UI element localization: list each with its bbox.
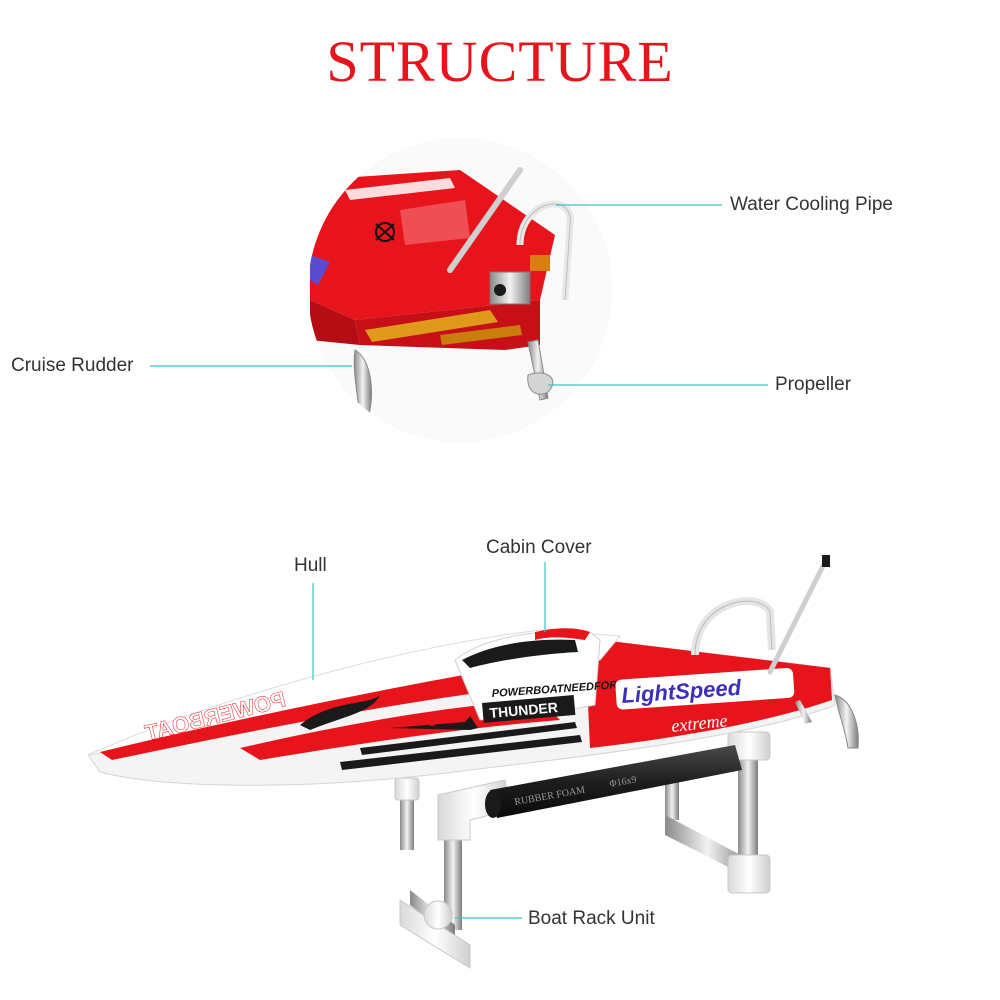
boat-hull: POWERBOAT POWERBOATNEEDFORSPEED THUNDER … xyxy=(87,628,836,786)
boat-water-cooling-pipe xyxy=(691,597,776,656)
label-hull: Hull xyxy=(294,555,327,576)
detail-propeller xyxy=(527,372,554,395)
page-title: STRUCTURE xyxy=(326,29,674,94)
main-leader-lines xyxy=(312,562,546,919)
rubber-foam-tube: RUBBER FOAM Φ16x9 xyxy=(485,745,742,818)
foam-size-label: Φ16x9 xyxy=(609,774,638,790)
detail-antenna xyxy=(447,167,523,273)
hatch-icon xyxy=(375,222,395,242)
detail-zoom-circle xyxy=(308,138,612,442)
detail-linkage xyxy=(365,310,498,342)
label-propeller: Propeller xyxy=(775,374,852,395)
label-cabin-cover: Cabin Cover xyxy=(486,537,592,558)
label-water-cooling-pipe: Water Cooling Pipe xyxy=(730,194,893,215)
boat-rudder xyxy=(834,694,859,749)
detail-leader-lines xyxy=(150,204,768,386)
thunder-badge: THUNDER xyxy=(489,699,559,721)
label-boat-rack-unit: Boat Rack Unit xyxy=(528,908,655,929)
label-cruise-rudder: Cruise Rudder xyxy=(11,355,134,376)
boat-antenna xyxy=(767,555,830,675)
